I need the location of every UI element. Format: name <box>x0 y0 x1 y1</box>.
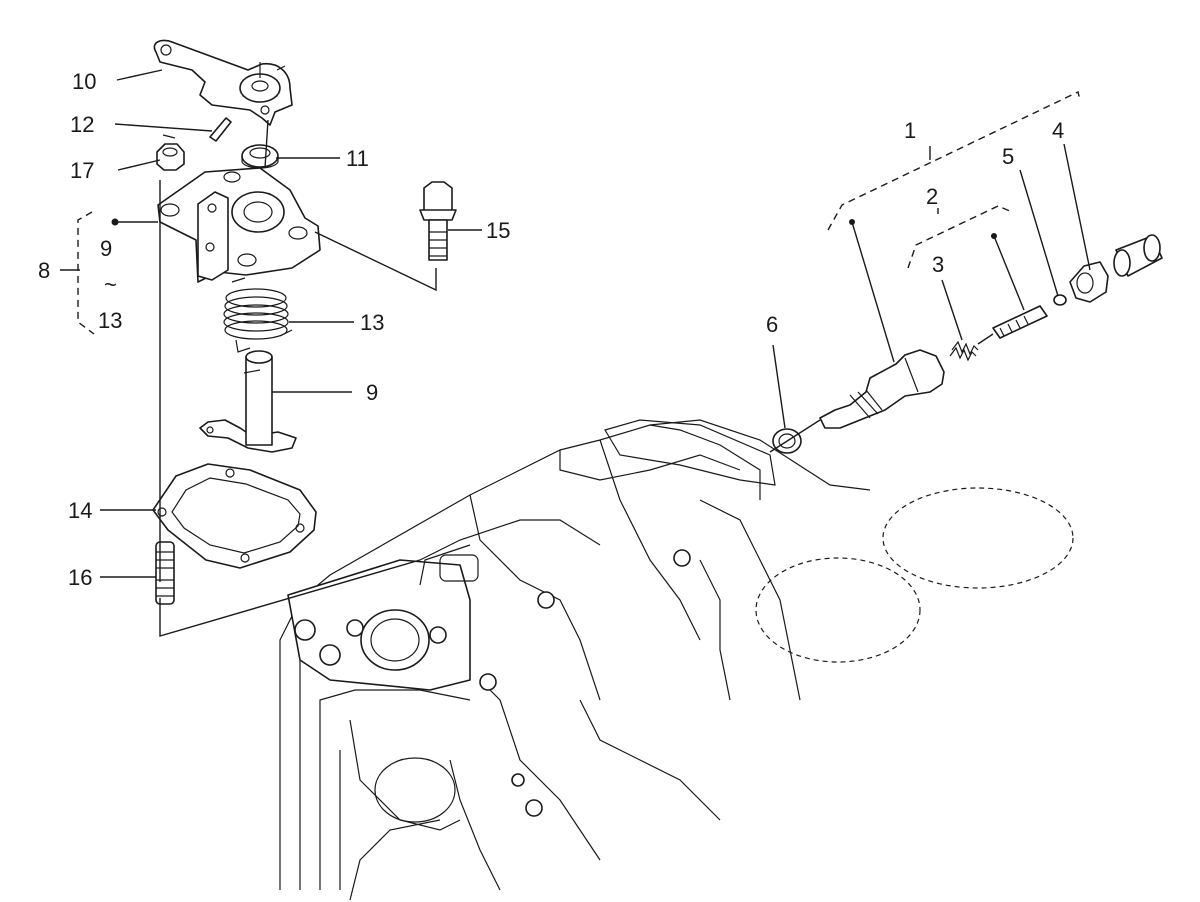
callout-8: 8 <box>38 258 50 283</box>
part-3-spring <box>949 340 979 362</box>
part-17-nut <box>156 134 185 171</box>
callout-labels: 10 12 17 11 15 13 9 9 ~ 13 8 14 16 1 2 3… <box>38 69 1064 590</box>
part-4-nut <box>1069 261 1109 303</box>
part-15-bolt <box>419 181 457 261</box>
callout-14: 14 <box>68 498 92 523</box>
callout-4: 4 <box>1052 118 1064 143</box>
callout-17: 17 <box>70 158 94 183</box>
part-11-seal <box>241 144 279 169</box>
callout-11: 11 <box>346 146 369 171</box>
assembly-lines <box>159 119 437 637</box>
part-13-spring <box>223 277 293 353</box>
part-8-housing <box>157 167 321 283</box>
callout-tilde: ~ <box>104 272 117 297</box>
callout-9-group: 9 <box>100 236 112 261</box>
callout-3: 3 <box>932 252 944 277</box>
callout-9: 9 <box>366 380 378 405</box>
part-16-stud <box>155 541 175 605</box>
part-2-rod <box>977 305 1048 345</box>
engine-block <box>279 419 1074 901</box>
part-1-body <box>819 349 945 429</box>
callout-13-group: 13 <box>98 308 122 333</box>
callout-5: 5 <box>1002 144 1014 169</box>
part-14-gasket <box>152 463 317 569</box>
callout-12: 12 <box>70 112 94 137</box>
callout-2: 2 <box>926 184 938 209</box>
group-brackets <box>77 90 1081 335</box>
callout-1: 1 <box>904 118 916 143</box>
part-12-pin <box>209 117 232 142</box>
part-6-ring <box>769 419 821 454</box>
callout-6: 6 <box>766 312 778 337</box>
part-10-lever <box>153 39 293 126</box>
callout-16: 16 <box>68 565 92 590</box>
callout-10: 10 <box>72 69 96 94</box>
leader-lines <box>60 69 1091 578</box>
callout-15: 15 <box>486 218 510 243</box>
callout-13: 13 <box>360 310 384 335</box>
part-9-shaft <box>199 350 297 453</box>
part-cap <box>1113 234 1163 277</box>
part-5-oring <box>1053 294 1067 306</box>
